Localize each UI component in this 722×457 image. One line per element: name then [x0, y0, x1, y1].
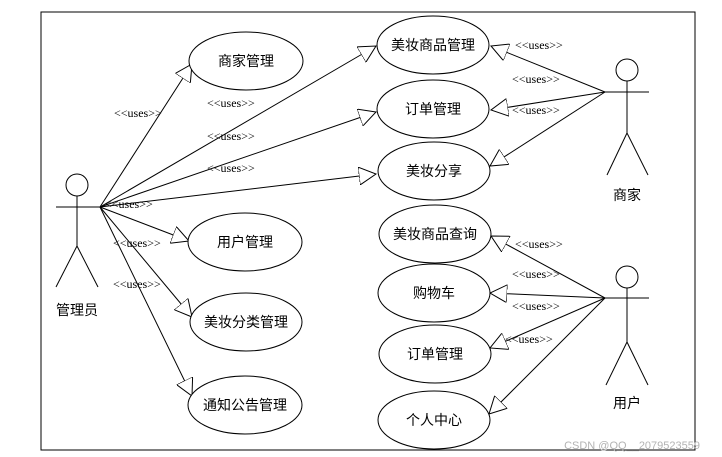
- assoc-user-cart: [490, 293, 606, 298]
- assoc-merchant-beauty-share: [490, 91, 606, 166]
- uses-label: <<uses>>: [207, 161, 255, 175]
- use-case-label: 订单管理: [405, 102, 461, 118]
- use-case-label: 通知公告管理: [203, 397, 287, 414]
- use-case-order-mgmt-merchant[interactable]: 订单管理: [376, 79, 490, 139]
- actor-leg: [76, 245, 99, 288]
- uses-label: <<uses>>: [113, 277, 161, 291]
- actor-leg: [605, 341, 628, 386]
- assoc-admin-user-mgmt: [99, 206, 189, 241]
- uses-label: <<uses>>: [105, 197, 153, 211]
- use-case-label: 美妆分享: [406, 163, 462, 180]
- actor-head: [615, 58, 639, 82]
- use-case-label: 美妆商品管理: [391, 38, 475, 54]
- assoc-admin-beauty-share: [99, 174, 376, 208]
- watermark: CSDN @QQ__2079523559: [564, 440, 700, 452]
- use-case-product-mgmt[interactable]: 美妆商品管理: [376, 15, 490, 75]
- uses-label: <<uses>>: [512, 267, 560, 281]
- use-case-label: 个人中心: [406, 413, 462, 429]
- actor-leg: [55, 245, 78, 288]
- uses-label: <<uses>>: [114, 106, 162, 120]
- assoc-user-product-query: [491, 236, 606, 299]
- uses-label: <<uses>>: [512, 299, 560, 313]
- system-boundary: [40, 11, 696, 451]
- uses-label: <<uses>>: [505, 332, 553, 346]
- actor-label: 用户: [613, 395, 641, 412]
- uses-label: <<uses>>: [515, 237, 563, 251]
- use-case-order-mgmt-user[interactable]: 订单管理: [378, 324, 492, 384]
- actor-head: [65, 173, 89, 197]
- assoc-admin-product-mgmt: [99, 46, 376, 208]
- actor-leg: [626, 132, 649, 176]
- associations: [99, 46, 606, 414]
- uses-label: <<uses>>: [207, 96, 255, 110]
- actor-user[interactable]: 用户: [605, 265, 649, 412]
- use-case-label: 用户管理: [217, 234, 273, 251]
- assoc-user-personal-center: [489, 297, 606, 414]
- use-case-notice-mgmt[interactable]: 通知公告管理: [187, 375, 303, 435]
- assoc-merchant-product-mgmt: [491, 46, 606, 93]
- actor-label: 商家: [613, 187, 641, 204]
- actor-leg: [626, 341, 649, 386]
- use-case-user-mgmt[interactable]: 用户管理: [187, 212, 303, 272]
- use-case-category-mgmt[interactable]: 美妆分类管理: [189, 292, 303, 352]
- uses-label: <<uses>>: [113, 236, 161, 250]
- uses-label: <<uses>>: [512, 72, 560, 86]
- use-case-label: 商家管理: [218, 53, 274, 70]
- assoc-admin-category-mgmt: [99, 206, 192, 317]
- actor-leg: [606, 132, 628, 176]
- assoc-merchant-order-mgmt-m: [491, 91, 606, 110]
- use-case-personal-center[interactable]: 个人中心: [377, 390, 491, 450]
- uses-label: <<uses>>: [515, 38, 563, 52]
- assoc-user-order-mgmt-u: [490, 297, 606, 348]
- assoc-admin-notice-mgmt: [99, 206, 192, 396]
- relation-labels: <<uses>> <<uses>> <<uses>> <<uses>> <<us…: [105, 38, 563, 346]
- use-case-product-query[interactable]: 美妆商品查询: [378, 204, 492, 264]
- actor-merchant[interactable]: 商家: [605, 58, 649, 204]
- uses-label: <<uses>>: [207, 129, 255, 143]
- use-cases: 商家管理 用户管理 美妆分类管理 通知公告管理 美妆商品管理 订单管理 美妆分享: [187, 15, 492, 450]
- uses-label: <<uses>>: [512, 103, 560, 117]
- use-case-merchant-mgmt[interactable]: 商家管理: [188, 31, 304, 91]
- actor-head: [615, 265, 639, 289]
- assoc-admin-order-mgmt-m: [99, 112, 376, 208]
- use-case-cart[interactable]: 购物车: [377, 263, 491, 323]
- use-case-beauty-share[interactable]: 美妆分享: [377, 141, 491, 201]
- actor-label: 管理员: [56, 303, 98, 319]
- use-case-label: 购物车: [413, 285, 455, 302]
- use-case-label: 美妆分类管理: [204, 315, 288, 331]
- assoc-admin-merchant-mgmt: [99, 64, 192, 208]
- use-case-label: 订单管理: [407, 347, 463, 363]
- use-case-label: 美妆商品查询: [393, 227, 477, 243]
- actor-admin[interactable]: 管理员: [55, 173, 100, 319]
